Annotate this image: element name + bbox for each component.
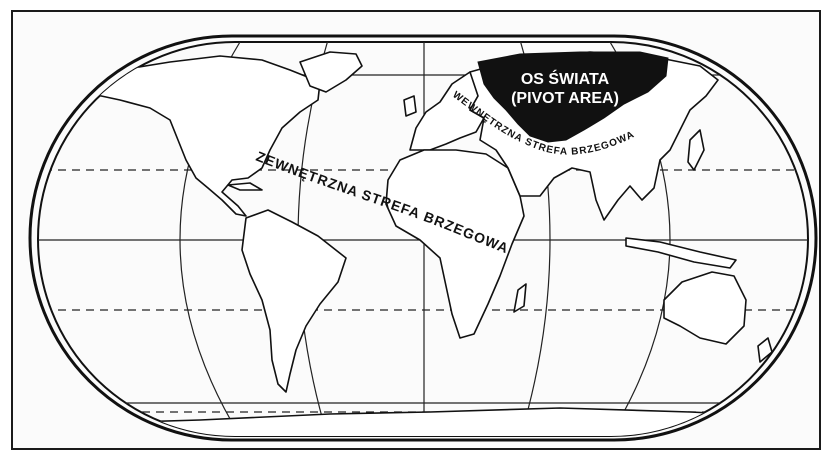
pivot-area-region [477,51,669,143]
australia [663,271,747,345]
new-zealand [757,337,773,363]
cuba [227,182,263,191]
british-isles [403,95,417,117]
south-america [241,209,347,393]
africa [385,149,525,339]
north-america [69,55,321,217]
map-content [38,42,808,436]
pivot-area-label-line1: OS ŚWIATA [521,69,610,88]
japan [687,129,705,171]
antarctica [38,407,808,436]
greenland [299,51,363,93]
madagascar [513,283,527,313]
pivot-area-label-line2: (PIVOT AREA) [511,90,619,107]
indonesia [625,237,737,269]
map-outline-outer [28,34,818,442]
